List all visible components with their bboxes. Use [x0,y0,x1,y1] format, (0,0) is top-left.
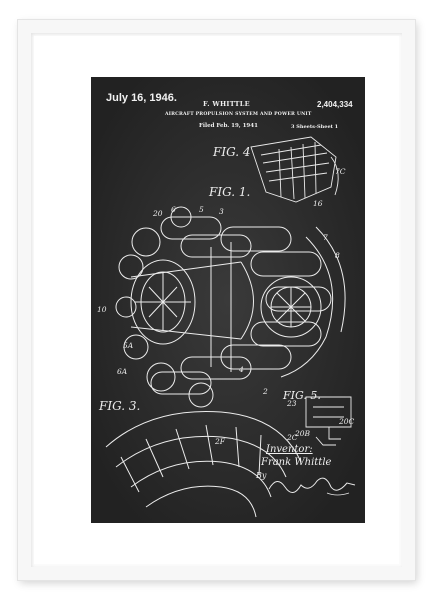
chalk-texture [91,77,365,523]
ref-numeral: 6A [117,367,128,376]
ref-numeral: 7C [335,167,346,176]
figure-5-label: FIG. 5. [283,389,321,402]
fig3-section [105,410,302,518]
ref-numeral: 20B [295,429,311,438]
ref-numeral: 5 [199,205,204,214]
patent-sheet-count: 3 Sheets-Sheet 1 [291,124,339,130]
ref-numeral: 8 [335,251,340,260]
attorney-signature [268,477,356,496]
inventor-name: Frank Whittle [261,457,332,468]
fig5-detail [305,396,352,446]
figure-1-label: FIG. 1. [209,185,251,199]
figure-4-label: FIG. 4 [213,145,251,159]
patent-chalkboard-print: July 16, 1946. F. WHITTLE 2,404,334 AIRC… [91,77,365,523]
ref-numeral: 10 [97,305,107,314]
ref-numeral: 6 [171,205,176,214]
ref-numeral: 16 [313,199,323,208]
figure-3-label: FIG. 3. [99,399,141,413]
fig4-detail [250,136,339,203]
ref-numeral: 23 [287,399,297,408]
inventor-label: Inventor: [266,444,313,455]
ref-numeral: 3 [219,207,224,216]
ref-numeral: 2C [287,433,298,442]
patent-number: 2,404,334 [317,100,353,109]
fig1-engine [115,206,346,408]
ref-numeral: 4 [239,365,244,374]
ref-numeral: 2 [263,387,268,396]
patent-inventor-header: F. WHITTLE [203,100,250,108]
patent-date: July 16, 1946. [106,92,177,104]
engine-drawing [91,77,365,523]
patent-title: AIRCRAFT PROPULSION SYSTEM AND POWER UNI… [165,112,312,117]
ref-numeral: 20 [153,209,163,218]
ref-numeral: 2F [215,437,225,446]
ref-numeral: 7 [323,233,328,242]
ref-numeral: 5A [123,341,134,350]
ref-numeral: 20C [339,417,355,426]
patent-filed-date: Filed Feb. 19, 1941 [199,123,258,129]
attorney-by-label: By [256,471,267,480]
